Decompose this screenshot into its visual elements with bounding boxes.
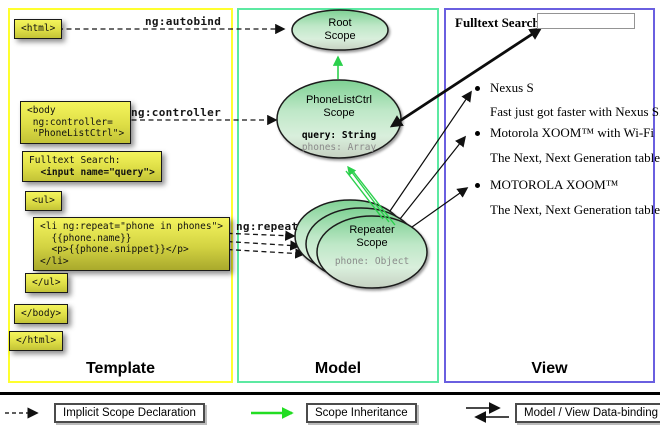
ng-controller-label: ng:controller	[131, 106, 221, 119]
scope-inheritance-arrows	[332, 55, 396, 226]
ng-autobind-label: ng:autobind	[145, 15, 222, 28]
repeater-scope-ellipses	[294, 199, 428, 289]
view-panel-title: View	[531, 360, 568, 377]
view-item-name: MOTOROLA XOOM™	[490, 177, 619, 192]
code-html-close: </html>	[9, 331, 64, 351]
query-databinding-arrow	[389, 27, 543, 128]
view-fulltext-label: Fulltext Search:	[455, 15, 544, 30]
view-item-name: Nexus S	[490, 80, 534, 95]
fulltext-search-input[interactable]	[537, 13, 635, 29]
code-body-close: </body>	[14, 304, 69, 324]
code-ul-close: </ul>	[25, 273, 68, 293]
root-scope-title: Root Scope	[324, 17, 356, 42]
phonelistctrl-query-prop: query: String	[301, 130, 377, 141]
view-item-snippet: Fast just got faster with Nexus S.	[490, 104, 660, 119]
ng-repeat-arrows	[218, 230, 306, 259]
repeater-databinding-arrows	[389, 90, 472, 228]
legend-inheritance-label: Scope Inheritance	[306, 403, 417, 423]
legend-separator	[0, 392, 660, 395]
code-html-open: <html>	[14, 19, 63, 39]
repeater-scope-title: Repeater Scope	[349, 224, 395, 249]
view-item-snippet: The Next, Next Generation tablet.	[490, 202, 660, 217]
code-fulltext-input: <input name="query">	[29, 166, 155, 178]
legend-binding-arrows	[466, 402, 509, 423]
repeater-phone-prop: phone: Object	[334, 256, 410, 267]
phonelistctrl-scope-title: PhoneListCtrl Scope	[305, 94, 373, 119]
code-li-repeat: <li ng:repeat="phone in phones"> {{phone…	[33, 217, 231, 271]
code-ul-open: <ul>	[25, 191, 62, 211]
bullet-icon	[475, 131, 480, 136]
ng-repeat-label: ng:repeat	[236, 220, 299, 233]
bullet-icon	[475, 86, 480, 91]
code-fulltext-search: Fulltext Search: <input name="query">	[22, 151, 162, 182]
template-panel-title: Template	[85, 360, 156, 377]
view-item-snippet: The Next, Next Generation tablet.	[490, 150, 660, 165]
phonelistctrl-phones-prop: phones: Array	[301, 142, 377, 153]
model-panel-title: Model	[314, 360, 362, 377]
legend-implicit-label: Implicit Scope Declaration	[54, 403, 205, 423]
code-fulltext-label: Fulltext Search:	[29, 155, 121, 166]
code-body-open: <body ng:controller= "PhoneListCtrl">	[20, 101, 132, 144]
view-item-name: Motorola XOOM™ with Wi-Fi	[490, 125, 655, 140]
legend-binding-label: Model / View Data-binding	[515, 403, 660, 423]
bullet-icon	[475, 183, 480, 188]
root-scope-ellipse	[291, 9, 389, 51]
